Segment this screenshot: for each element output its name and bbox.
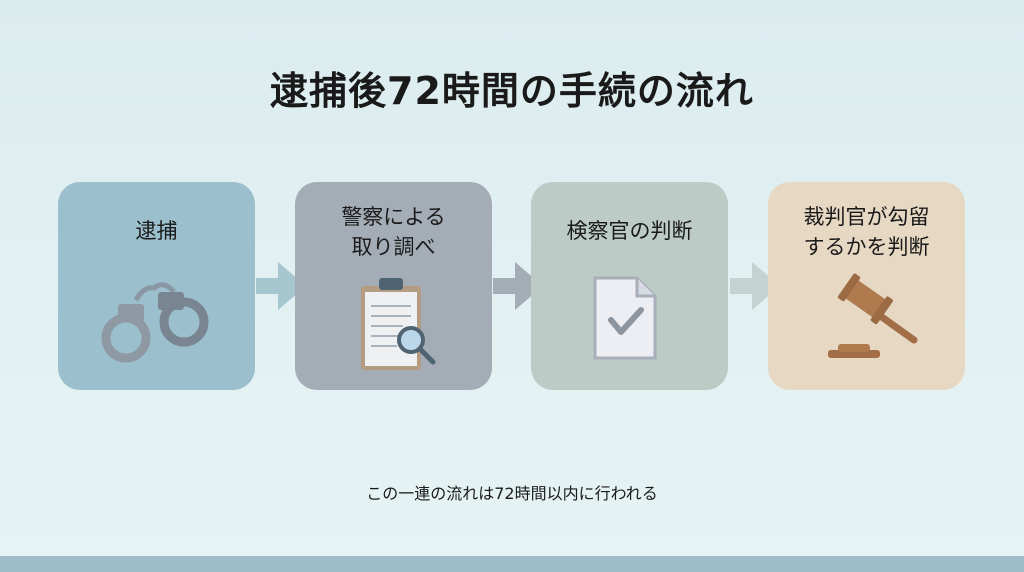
arrow-right-icon (493, 262, 543, 310)
step-label-line2: 取り調べ (351, 235, 436, 259)
step-judge-detention-decision: 裁判官が勾留 するかを判断 (768, 182, 965, 390)
handcuffs-icon (101, 282, 209, 363)
step-label: 逮捕 (135, 219, 178, 243)
clipboard-magnifier-icon (361, 278, 436, 370)
document-check-icon (593, 276, 657, 360)
page-title: 逮捕後72時間の手続の流れ (270, 69, 754, 113)
step-label-line1: 裁判官が勾留 (803, 205, 930, 229)
step-police-interrogation: 警察による 取り調べ (295, 182, 492, 390)
step-arrest: 逮捕 (58, 182, 255, 390)
step-label-line2: するかを判断 (803, 235, 930, 259)
step-prosecutor-decision: 検察官の判断 (531, 182, 728, 390)
arrow-right-icon (256, 262, 306, 310)
step-label-line1: 警察による (341, 205, 446, 229)
footnote: この一連の流れは72時間以内に行われる (366, 484, 658, 503)
step-label: 検察官の判断 (566, 219, 693, 243)
step-label: 裁判官が勾留 するかを判断 (768, 202, 965, 262)
gavel-icon (828, 273, 918, 358)
arrow-right-icon (730, 262, 780, 310)
step-label: 警察による 取り調べ (295, 202, 492, 262)
bottom-bar (0, 556, 1024, 572)
